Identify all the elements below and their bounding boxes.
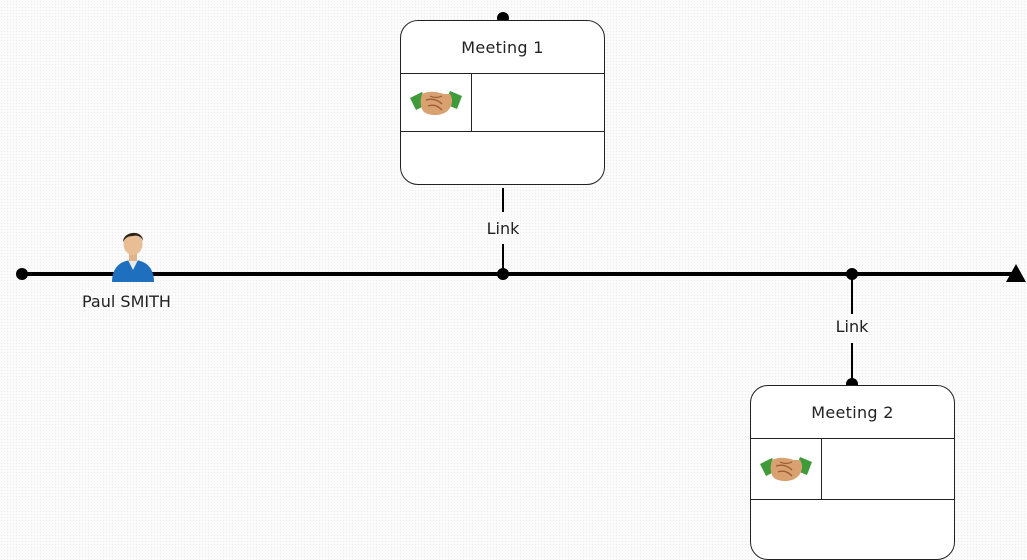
timeline-start-dot — [16, 268, 28, 280]
timeline-end-arrow — [1006, 264, 1026, 282]
meeting-1-title: Meeting 1 — [401, 21, 604, 74]
link-1-label: Link — [486, 219, 520, 238]
link-2-label: Link — [835, 317, 869, 336]
meeting-2-icon-cell — [751, 439, 822, 499]
meeting-2-card[interactable]: Meeting 2 — [750, 385, 955, 560]
handshake-icon — [760, 457, 812, 481]
person-name-label: Paul SMITH — [82, 292, 171, 311]
handshake-icon — [410, 90, 462, 115]
meeting-1-connector-line — [502, 188, 504, 212]
meeting-1-card[interactable]: Meeting 1 — [400, 20, 605, 185]
meeting-1-icon-cell — [401, 74, 472, 131]
meeting-1-content-cell — [472, 74, 604, 131]
meeting-2-title: Meeting 2 — [751, 386, 954, 439]
meeting-1-footer-row — [401, 132, 604, 184]
person-node[interactable] — [108, 226, 158, 282]
meeting-1-connector-line-lower — [502, 244, 504, 274]
meeting-1-icon-row — [401, 74, 604, 132]
meeting-2-footer-row — [751, 500, 954, 552]
link-1-timeline-dot — [497, 268, 509, 280]
link-2-timeline-dot — [846, 268, 858, 280]
meeting-2-connector-line — [851, 276, 853, 314]
meeting-2-connector-line-lower — [851, 343, 853, 383]
person-icon — [112, 232, 154, 282]
timeline-axis — [22, 272, 1012, 276]
meeting-2-icon-row — [751, 439, 954, 500]
meeting-2-content-cell — [822, 439, 954, 499]
